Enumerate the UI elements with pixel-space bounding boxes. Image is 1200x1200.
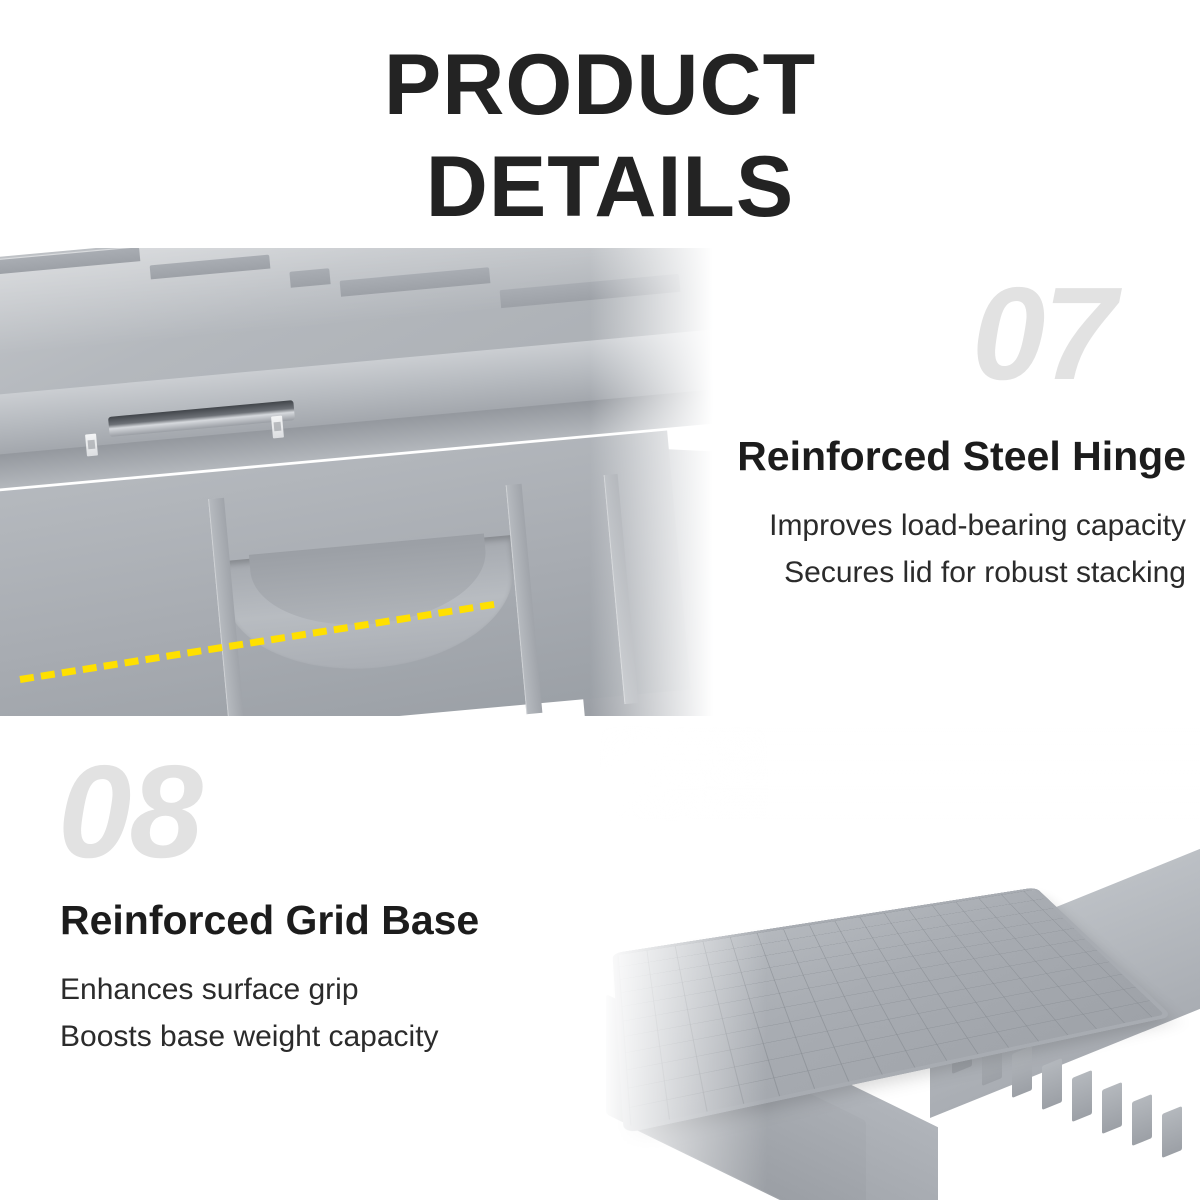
grid-base-product-photo	[600, 726, 1200, 1200]
page-title-line-1: PRODUCT	[0, 42, 1200, 128]
container-inverted	[600, 726, 1200, 1200]
photo-edge-fade	[590, 248, 740, 716]
tamper-seal-label	[271, 416, 284, 439]
feature-heading-08: Reinforced Grid Base	[60, 898, 620, 943]
feature-number-07: 07	[972, 268, 1115, 400]
page-title: PRODUCT DETAILS	[0, 26, 1200, 226]
feature-line-08-1: Enhances surface grip	[60, 967, 620, 1014]
feature-line-08-2: Boosts base weight capacity	[60, 1014, 620, 1061]
feature-block-08: Reinforced Grid Base Enhances surface gr…	[60, 898, 620, 1060]
tamper-seal-label	[85, 434, 98, 457]
page-title-line-2: DETAILS	[0, 144, 1200, 230]
photo-edge-fade	[600, 726, 1200, 1200]
feature-number-08: 08	[58, 746, 201, 878]
hinge-product-photo	[0, 248, 740, 716]
feature-lines-08: Enhances surface grip Boosts base weight…	[60, 967, 620, 1060]
